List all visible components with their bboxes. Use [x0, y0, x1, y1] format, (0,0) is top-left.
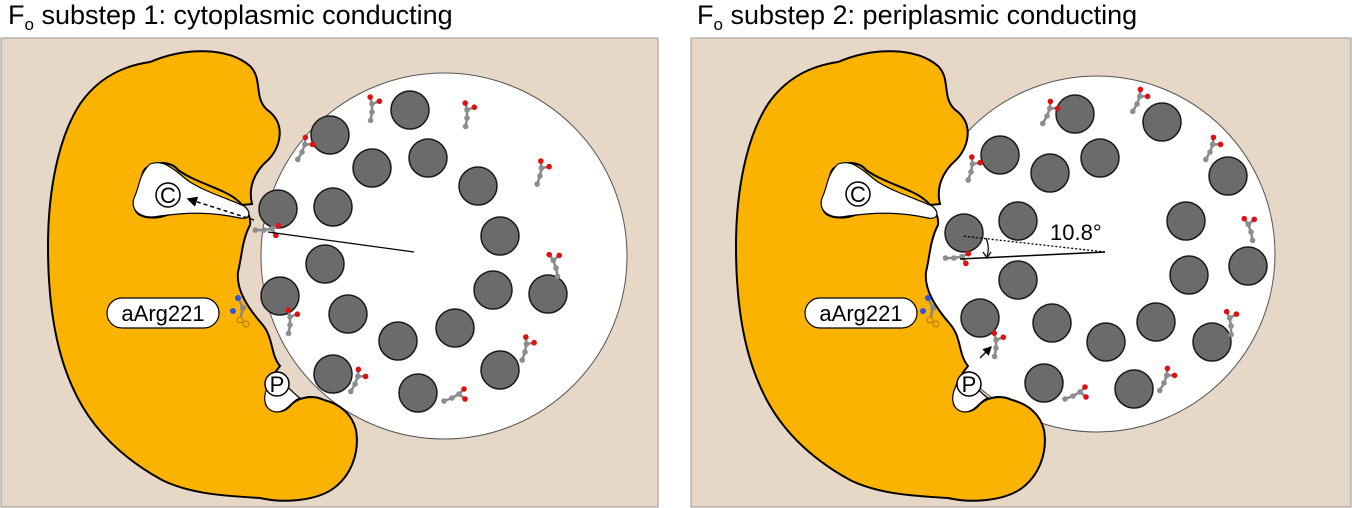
c-subunit-helix	[305, 244, 345, 284]
glutamate-carboxylate	[965, 154, 983, 183]
c-subunit-helix	[480, 350, 520, 390]
c-subunit-helix	[313, 187, 353, 227]
c-subunit-helix	[313, 354, 353, 394]
c-subunit-helix	[458, 166, 498, 206]
channel-c-marker	[155, 182, 181, 208]
c-subunit-helix	[1166, 201, 1206, 241]
c-ring-carboxylates	[252, 94, 563, 404]
channel-p-marker	[264, 371, 290, 397]
c-ring-carboxylates	[942, 86, 1258, 402]
c-subunit-helix	[1055, 94, 1095, 134]
glutamate-carboxylate	[1203, 134, 1224, 163]
glutamate-carboxylate	[348, 366, 369, 395]
arg221-side-chain	[230, 295, 250, 328]
channel-c-marker	[845, 181, 871, 207]
c-subunit-helix	[998, 201, 1038, 241]
residue-label-box	[804, 297, 918, 329]
panel-2-title: Fo substep 2: periplasmic conducting	[697, 0, 1138, 34]
c-subunit-helix	[1169, 255, 1209, 295]
c-subunit-helix	[1142, 102, 1182, 142]
glutamate-carboxylate	[1062, 384, 1089, 402]
c-subunit-helix	[1032, 303, 1072, 343]
c-subunit-helix	[260, 276, 300, 316]
glutamate-carboxylate	[1040, 98, 1061, 127]
rotation-vector	[267, 231, 415, 253]
proton-transfer-arrow	[979, 346, 992, 359]
c-ring-helices	[258, 90, 568, 413]
glutamate-carboxylate	[441, 386, 468, 404]
c-subunit-helix	[390, 90, 430, 130]
panel-2: C P aArg221 10.8°	[690, 37, 1352, 508]
glutamate-carboxylate	[462, 100, 478, 130]
c-subunit-helix	[980, 135, 1020, 175]
glutamate-carboxylate	[991, 330, 1007, 360]
channel-c-label: C	[160, 183, 176, 208]
angle-arc-arrowhead	[982, 251, 992, 260]
residue-label: aArg221	[819, 301, 902, 326]
glutamate-carboxylate	[1241, 215, 1258, 244]
glutamate-carboxylate	[534, 158, 552, 187]
rotation-angle-label: 10.8°	[1050, 220, 1102, 245]
c-subunit-helix	[258, 189, 298, 229]
a-subunit	[46, 50, 358, 502]
c-subunit-helix	[960, 298, 1000, 338]
glutamate-carboxylate	[285, 307, 301, 337]
channel-c-label: C	[850, 182, 866, 207]
arg221-side-chain	[920, 295, 940, 328]
c-subunit-helix	[378, 321, 418, 361]
c-subunit-helix	[1208, 156, 1248, 196]
c-subunit-helix	[310, 115, 350, 155]
glutamate-carboxylate	[1223, 308, 1240, 338]
glutamate-carboxylate	[295, 134, 316, 163]
channel-p-label: P	[962, 372, 977, 397]
a-subunit	[734, 50, 1046, 502]
c-ring-cavity	[260, 72, 628, 440]
residue-label-box	[106, 297, 220, 329]
c-subunit-helix	[473, 270, 513, 310]
panel-1-title: Fo substep 1: cytoplasmic conducting	[8, 0, 453, 34]
c-subunit-helix	[528, 274, 568, 314]
c-subunit-helix	[944, 213, 984, 253]
c-subunit-helix	[352, 148, 392, 188]
cytoplasmic-channel	[820, 162, 938, 219]
c-subunit-helix	[408, 138, 448, 178]
c-ring-helices	[944, 94, 1268, 409]
glutamate-carboxylate	[942, 250, 972, 267]
glutamate-carboxylate	[1130, 86, 1151, 115]
proton-transfer-arrow	[186, 196, 255, 221]
glutamate-carboxylate	[519, 334, 537, 363]
channel-p-marker	[956, 371, 982, 397]
residue-label: aArg221	[121, 301, 204, 326]
c-subunit-helix	[328, 294, 368, 334]
glutamate-carboxylate	[546, 251, 563, 280]
panel-1: C P aArg221	[0, 37, 659, 508]
glutamate-carboxylate	[367, 94, 383, 124]
c-subunit-helix	[1080, 138, 1120, 178]
c-subunit-helix	[1114, 369, 1154, 409]
c-subunit-helix	[480, 216, 520, 256]
c-subunit-helix	[1086, 322, 1126, 362]
glutamate-carboxylate	[252, 222, 282, 239]
rotation-vector	[959, 251, 1106, 260]
c-subunit-helix	[1024, 363, 1064, 403]
c-subunit-helix	[1228, 246, 1268, 286]
glutamate-carboxylate	[1157, 365, 1178, 394]
angle-arc	[985, 237, 989, 257]
c-subunit-helix	[1192, 322, 1232, 362]
c-subunit-helix	[998, 260, 1038, 300]
c-subunit-helix	[435, 308, 475, 348]
c-subunit-helix	[398, 373, 438, 413]
c-subunit-helix	[1030, 153, 1070, 193]
c-subunit-helix	[1136, 302, 1176, 342]
channel-p-label: P	[270, 372, 285, 397]
